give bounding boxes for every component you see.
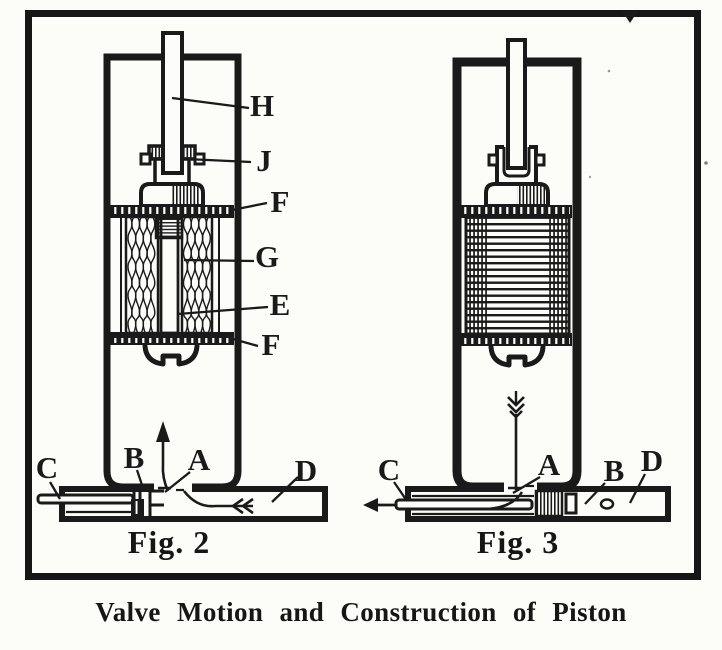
- fig2-label-c: C: [36, 450, 58, 485]
- fig3-label-d: D: [641, 443, 663, 478]
- fig3-label-b: B: [604, 453, 625, 488]
- fig3-follower-plate-top: [460, 205, 572, 218]
- fig2-label-e: E: [270, 287, 291, 322]
- fig3-grid-packing: [464, 215, 571, 336]
- fig2-follower-plate-bottom: [110, 332, 234, 345]
- fig2-label-g: G: [255, 239, 279, 274]
- fig3-valve-block: [534, 489, 564, 518]
- scan-speck: [607, 69, 611, 73]
- fig2-label-d: D: [295, 453, 317, 488]
- chevron-down-icon: [507, 396, 525, 407]
- fig3-follower-plate-bottom: [460, 333, 572, 346]
- fig2-flow-arrows: [156, 421, 254, 515]
- fig2-label-h: H: [250, 88, 274, 123]
- fig3-label-a: A: [538, 447, 561, 482]
- fig3-valve-pin: [599, 498, 615, 510]
- fig2-valve-block: [131, 499, 144, 516]
- fig2-label-j: J: [256, 143, 272, 178]
- fig2-piston-nut: [142, 343, 200, 367]
- fig2-valve-rod-c: [36, 493, 135, 505]
- up-arrow-icon: [156, 421, 170, 442]
- fig2-slide-valve: [148, 489, 164, 516]
- fig2-label-f-top: F: [271, 184, 290, 219]
- chevron-left-icon: [230, 497, 244, 515]
- fig3-caption: Fig. 3: [477, 524, 559, 560]
- chevron-left-icon: [240, 497, 254, 515]
- fig2-label-b: B: [124, 440, 145, 475]
- fig3-piston-nut: [488, 344, 546, 368]
- fig2-group: H J F G E F B A C D Fig. 2: [36, 31, 328, 560]
- fig2-leader-lines: [49, 96, 299, 503]
- fig2-label-a: A: [188, 442, 211, 477]
- page-title: Valve Motion and Construction of Piston: [95, 597, 626, 627]
- fig3-valve-tube: [394, 481, 671, 522]
- fig3-flow-arrows: [363, 391, 525, 512]
- left-arrow-icon: [363, 498, 378, 512]
- fig2-piston-rod: [161, 31, 184, 175]
- fig3-group: C A B D Fig. 3: [363, 38, 671, 560]
- fig3-gland: [484, 182, 550, 208]
- fig2-gland: [139, 182, 205, 208]
- fig2-threaded-collar: [154, 216, 184, 240]
- fig3-label-c: C: [378, 452, 400, 487]
- scan-speck: [704, 161, 708, 165]
- scan-speck: [588, 175, 592, 179]
- fig3-leader-lines: [393, 473, 647, 505]
- fig3-slide-valve: [564, 492, 578, 515]
- border-frame: [25, 10, 701, 580]
- fig2-follower-plate-top: [110, 205, 234, 218]
- fig2-caption: Fig. 2: [128, 524, 210, 560]
- ink-blot: [622, 11, 638, 23]
- fig2-packing-section: [120, 215, 220, 335]
- fig3-piston-rod: [506, 38, 527, 170]
- fig2-valve-tube: [36, 481, 328, 522]
- chevron-down-icon: [507, 403, 525, 414]
- fig2-label-f-bottom: F: [262, 327, 281, 362]
